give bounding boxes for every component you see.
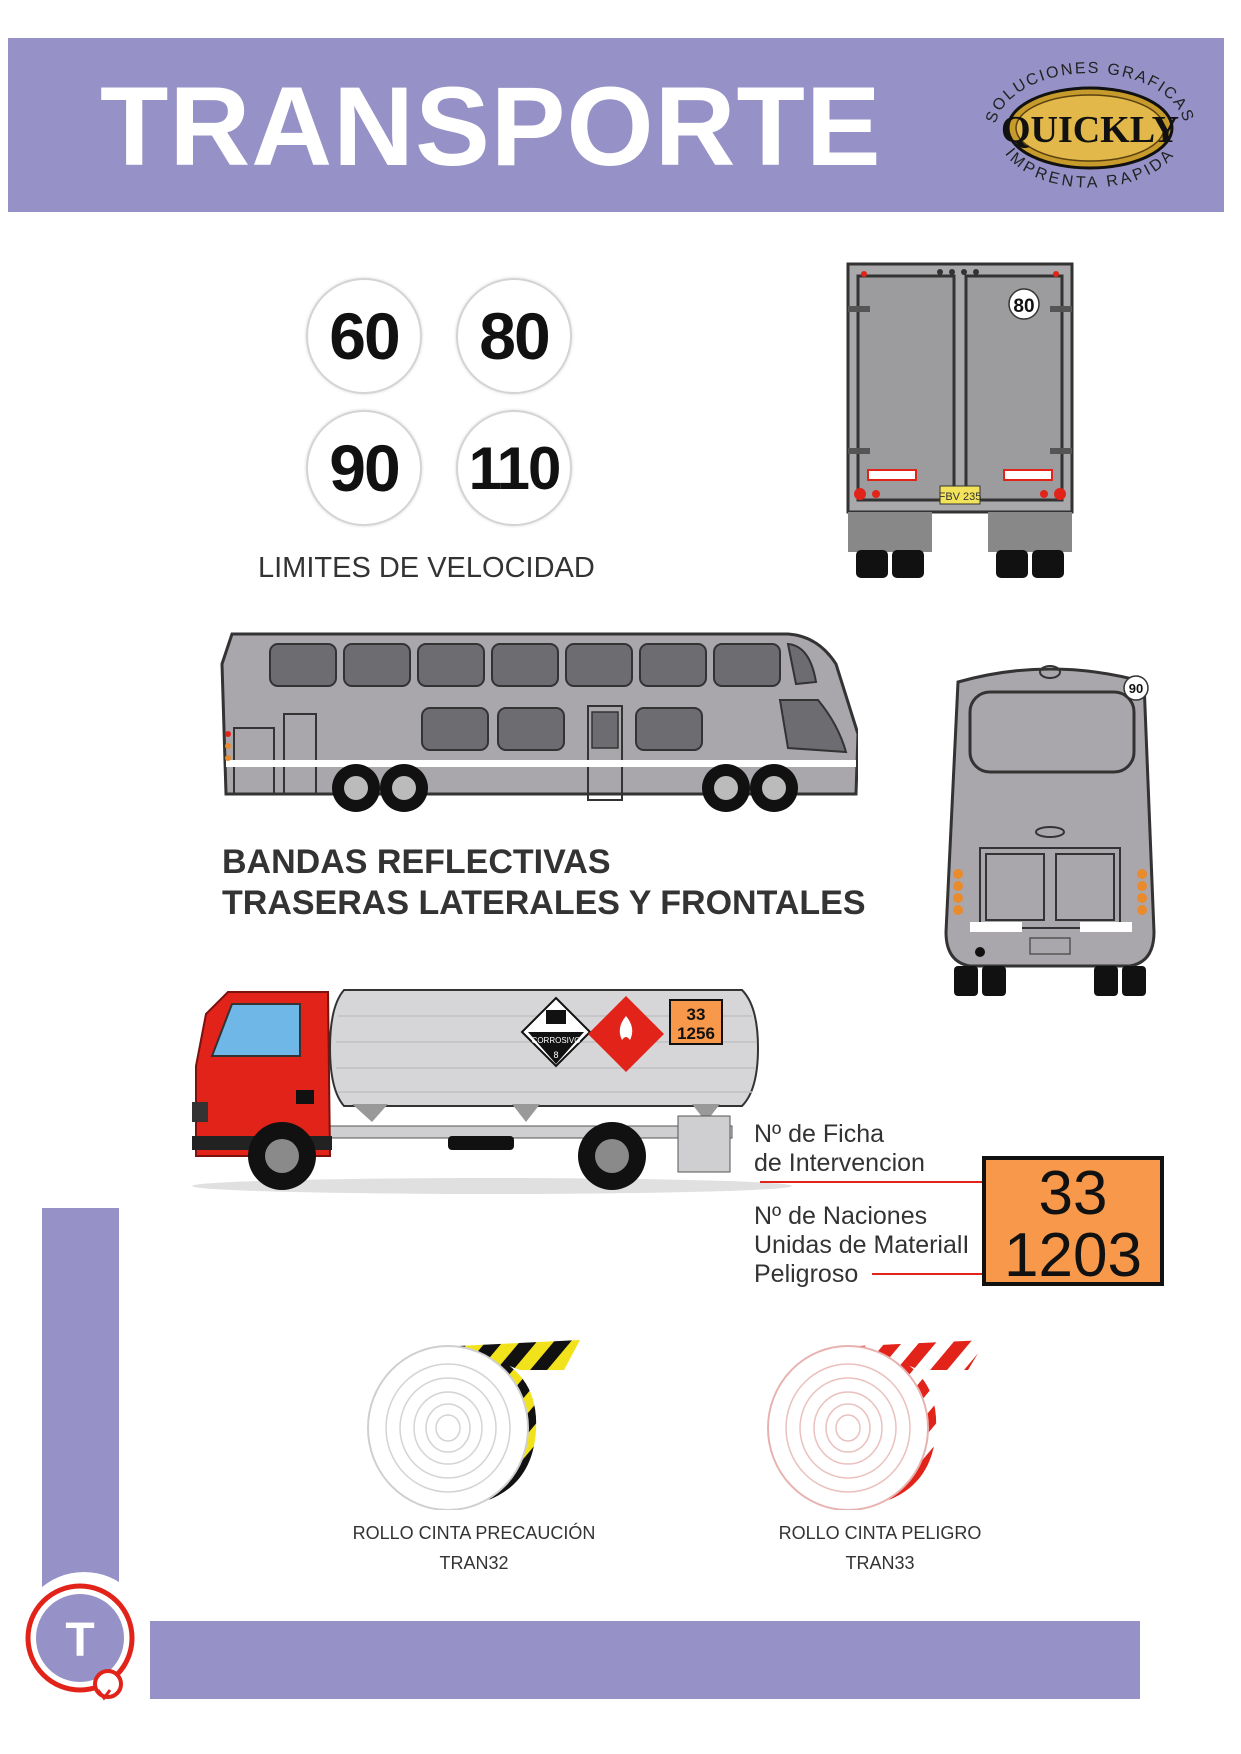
hazard-plate-line-1: 33 — [1038, 1159, 1108, 1228]
speed-value: 60 — [329, 299, 400, 373]
bands-line-2: TRASERAS LATERALES Y FRONTALES — [222, 884, 866, 922]
callout-naciones-line-2: Unidas de MaterialI — [754, 1231, 970, 1259]
speed-value: 80 — [479, 299, 550, 373]
footer-bar — [150, 1621, 1140, 1699]
roll-code: TRAN33 — [845, 1553, 915, 1573]
roll-name: ROLLO CINTA PRECAUCIÓN — [352, 1523, 596, 1543]
tanker-plate-top: 33 — [687, 1005, 706, 1024]
speed-sign-90: 90 — [306, 410, 422, 526]
bands-line-1: BANDAS REFLECTIVAS — [222, 843, 611, 881]
bus-speed-badge: 90 — [1129, 681, 1143, 696]
bands-heading: BANDAS REFLECTIVAS TRASERAS LATERALES Y … — [222, 842, 866, 924]
speed-limits-caption: LIMITES DE VELOCIDAD — [258, 552, 595, 584]
side-accent-bar — [42, 1208, 119, 1600]
roll-label-caution: ROLLO CINTA PRECAUCIÓN TRAN32 — [324, 1518, 624, 1578]
truck-speed-badge: 80 — [1013, 296, 1034, 317]
roll-label-danger: ROLLO CINTA PELIGRO TRAN33 — [730, 1518, 1030, 1578]
callout-naciones: Nº de Naciones Unidas de MaterialI Pelig… — [754, 1202, 969, 1289]
bus-rear-illustration: 90 — [944, 665, 1156, 996]
bus-side-illustration — [220, 632, 858, 812]
danger-tape-roll — [767, 1340, 986, 1510]
section-letter: T — [65, 1614, 94, 1667]
callout-ficha: Nº de Ficha de Intervencion — [754, 1120, 925, 1178]
quickly-logo: SOLUCIONES GRAFICAS QUICKLY IMPRENTA RAP… — [983, 60, 1195, 192]
tanker-plate-bottom: 1256 — [677, 1024, 715, 1043]
callout-naciones-line-3: Peligroso — [754, 1260, 859, 1288]
page-title: TRANSPORTE — [100, 64, 882, 189]
speed-sign-60: 60 — [306, 278, 422, 394]
speed-sign-80: 80 — [456, 278, 572, 394]
caution-tape-roll — [367, 1340, 580, 1510]
truck-plate: FBV 235 — [939, 491, 982, 503]
speed-sign-110: 110 — [456, 410, 572, 526]
corrosive-class: 8 — [553, 1050, 558, 1060]
tanker-truck-illustration: CORROSIVO 8 33 1256 — [192, 989, 792, 1194]
corrosive-label: CORROSIVO — [532, 1036, 581, 1045]
speed-value: 110 — [468, 434, 562, 502]
callout-ficha-line-1: Nº de Ficha — [754, 1120, 885, 1148]
roll-name: ROLLO CINTA PELIGRO — [778, 1523, 982, 1543]
callout-ficha-line-2: de Intervencion — [754, 1149, 925, 1177]
speed-value: 90 — [329, 431, 400, 505]
hazard-plate-line-2: 1203 — [1004, 1221, 1142, 1290]
callout-naciones-line-1: Nº de Naciones — [754, 1202, 928, 1230]
section-badge: T — [18, 1572, 150, 1704]
logo-brand: QUICKLY — [1001, 109, 1179, 151]
hazard-plate: 33 1203 — [982, 1156, 1164, 1290]
truck-rear-illustration: FBV 235 80 — [846, 262, 1074, 578]
roll-code: TRAN32 — [439, 1553, 509, 1573]
